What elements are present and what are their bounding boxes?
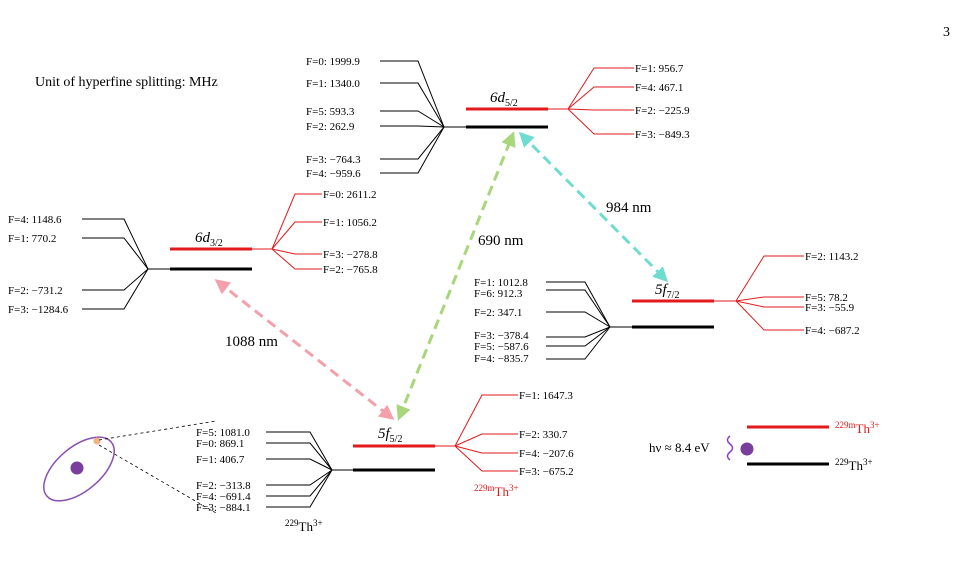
hfs-label: F=2: −313.8 [196, 480, 251, 492]
hfs-label: F=4: −835.7 [474, 353, 529, 365]
transition-arrow-1088 [214, 279, 395, 420]
level-6d5-2: 6d5/2 F=0: 1999.9 F=1: 1340.0 F=5: 593.3… [306, 56, 690, 180]
hfs-label: F=1: 956.7 [635, 63, 684, 75]
hfs-label: F=4: −687.2 [805, 325, 860, 337]
ground-hfs-fan [546, 281, 632, 360]
hfs-label: F=5: 593.3 [306, 106, 355, 118]
hfs-label: F=5: 78.2 [805, 292, 848, 304]
page-number: 3 [943, 25, 950, 40]
hfs-label: F=3: −55.9 [805, 302, 855, 314]
level-label: 6d3/2 [195, 230, 223, 249]
level-label: 5f7/2 [655, 282, 679, 301]
hfs-label: F=5: 1081.0 [196, 427, 250, 439]
unit-note: Unit of hyperfine splitting: MHz [35, 75, 218, 90]
hfs-label: F=1: 770.2 [8, 233, 56, 245]
ground-hfs-fan [82, 218, 170, 310]
hfs-label: F=2: 330.7 [519, 429, 568, 441]
isomer-legend: 229mTh3+ 229Th3+ hν ≈ 8.4 eV [649, 420, 880, 473]
hfs-label: F=3: −1284.6 [8, 304, 69, 316]
level-5f7-2: 5f7/2 F=1: 1012.8 F=6: 912.3 F=2: 347.1 … [474, 251, 860, 365]
atom-illustration [43, 420, 217, 514]
nucleus-icon [740, 442, 754, 456]
legend-isomer-label: 229mTh3+ [835, 420, 880, 436]
electron-orbit [43, 436, 115, 502]
transition-arrow-690 [396, 131, 516, 421]
hfs-label: F=0: 1999.9 [306, 56, 360, 68]
hfs-label: F=3: −675.2 [519, 466, 574, 478]
hfs-label: F=4: −207.6 [519, 448, 574, 460]
zoom-line-upper [98, 420, 217, 441]
ground-hfs-fan [266, 431, 353, 508]
hfs-label: F=2: −225.9 [635, 105, 690, 117]
hfs-label: F=3: −849.3 [635, 129, 690, 141]
legend-ground-label: 229Th3+ [835, 457, 873, 473]
hfs-label: F=2: −765.8 [323, 264, 378, 276]
hfs-label: F=2: 262.9 [306, 121, 355, 133]
hfs-label: F=3: −884.1 [196, 502, 251, 514]
hfs-label: F=2: 1143.2 [805, 251, 858, 263]
transition-label-984: 984 nm [606, 200, 652, 216]
hfs-label: F=6: 912.3 [474, 288, 523, 300]
hfs-label: F=4: 1148.6 [8, 214, 62, 226]
hfs-label: F=4: 467.1 [635, 82, 683, 94]
hfs-label: F=5: −587.6 [474, 341, 529, 353]
hfs-label: F=4: −691.4 [196, 491, 251, 503]
hfs-label: F=3: −764.3 [306, 154, 361, 166]
hfs-label: F=0: 869.1 [196, 438, 244, 450]
nucleus-icon [70, 461, 84, 475]
transition-arrow-984 [518, 131, 669, 283]
level-5f5-2: 5f5/2 F=5: 1081.0 F=0: 869.1 F=1: 406.7 … [196, 390, 574, 514]
hfs-label: F=4: −959.6 [306, 168, 361, 180]
hfs-label: F=1: 1056.2 [323, 217, 377, 229]
hfs-label: F=1: 1340.0 [306, 78, 360, 90]
isomer-hfs-fan [252, 193, 322, 270]
level-label: 5f5/2 [378, 426, 402, 445]
hfs-label: F=1: 406.7 [196, 454, 245, 466]
level-6d3-2: 6d3/2 F=4: 1148.6 F=1: 770.2 F=2: −731.2… [8, 189, 378, 316]
hfs-label: F=3: −278.8 [323, 249, 378, 261]
zoom-line-lower [98, 444, 217, 514]
isomer-hfs-fan [548, 67, 634, 135]
hfs-label: F=0: 2611.2 [323, 189, 376, 201]
isomer-hfs-fan [435, 394, 518, 472]
hfs-label: F=2: −731.2 [8, 285, 63, 297]
ground-hfs-fan [380, 60, 466, 174]
photon-energy-label: hν ≈ 8.4 eV [649, 440, 710, 455]
transition-label-1088: 1088 nm [225, 334, 278, 350]
electron-icon [93, 437, 101, 445]
hfs-label: F=1: 1647.3 [519, 390, 573, 402]
ground-isotope-label: 229Th3+ [285, 518, 323, 534]
isomer-isotope-label: 229mTh3+ [474, 483, 519, 499]
isomer-hfs-fan [714, 255, 804, 331]
transition-label-690: 690 nm [478, 233, 524, 249]
hfs-label: F=2: 347.1 [474, 307, 522, 319]
level-label: 6d5/2 [490, 90, 518, 109]
photon-wave-icon [726, 435, 734, 461]
